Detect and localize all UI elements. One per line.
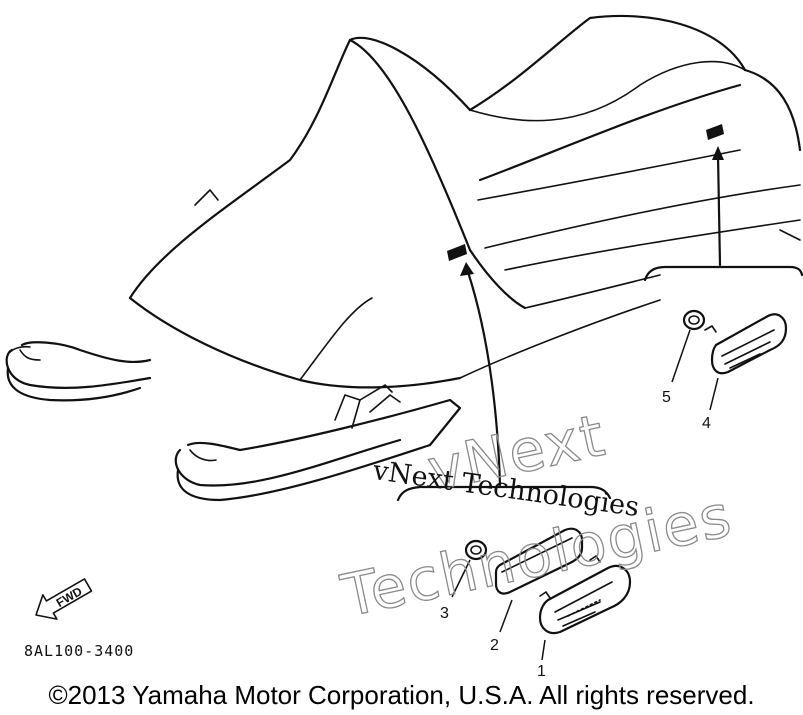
left-detail-arrow xyxy=(460,262,502,487)
fwd-label: FWD xyxy=(54,584,85,610)
right-reflector-location xyxy=(706,124,724,140)
fwd-arrow-icon: FWD xyxy=(35,578,93,620)
callout-5: 5 xyxy=(662,389,671,406)
left-ski xyxy=(5,341,152,402)
callout-2: 2 xyxy=(490,637,499,654)
right-ski xyxy=(174,384,462,502)
part-grommet-3 xyxy=(464,539,488,561)
right-detail-arrow xyxy=(712,146,724,267)
callout-leaders xyxy=(451,329,719,661)
part-grommet-5 xyxy=(682,309,706,331)
copyright-notice: ©2013 Yamaha Motor Corporation, U.S.A. A… xyxy=(48,680,755,710)
callout-4: 4 xyxy=(702,415,711,432)
callout-3: 3 xyxy=(440,605,449,622)
part-reflector-4 xyxy=(704,313,788,375)
part-code-label: 8AL100-3400 xyxy=(24,642,134,660)
part-reflector-1 xyxy=(538,555,632,635)
right-detail-bracket xyxy=(643,265,803,282)
left-reflector-location xyxy=(447,244,467,261)
left-detail-bracket xyxy=(396,485,612,502)
callout-1: 1 xyxy=(537,663,546,680)
part-reflector-plate-2 xyxy=(494,527,584,595)
snowmobile-body xyxy=(128,14,802,389)
